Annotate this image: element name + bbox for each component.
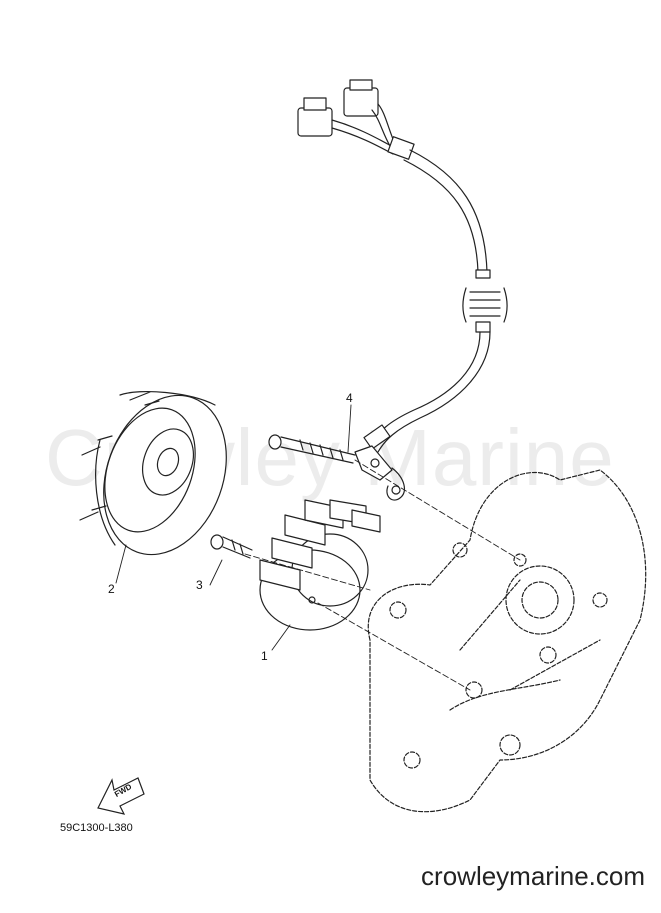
bolt-4 xyxy=(268,434,356,464)
document-code: 59C1300-L380 xyxy=(60,822,133,834)
callout-1: 1 xyxy=(261,649,268,663)
bolt-3 xyxy=(210,534,253,559)
stator-1 xyxy=(259,499,381,631)
callout-3: 3 xyxy=(196,578,203,592)
leader-lines xyxy=(244,459,521,691)
wire-harness xyxy=(297,79,508,453)
site-url: crowleymarine.com xyxy=(421,861,645,891)
flywheel-2 xyxy=(79,391,227,556)
cable-clamp xyxy=(354,445,406,501)
callout-4: 4 xyxy=(346,391,353,405)
crankcase xyxy=(367,469,647,813)
fwd-arrow-icon xyxy=(97,777,145,815)
callout-2: 2 xyxy=(108,582,115,596)
